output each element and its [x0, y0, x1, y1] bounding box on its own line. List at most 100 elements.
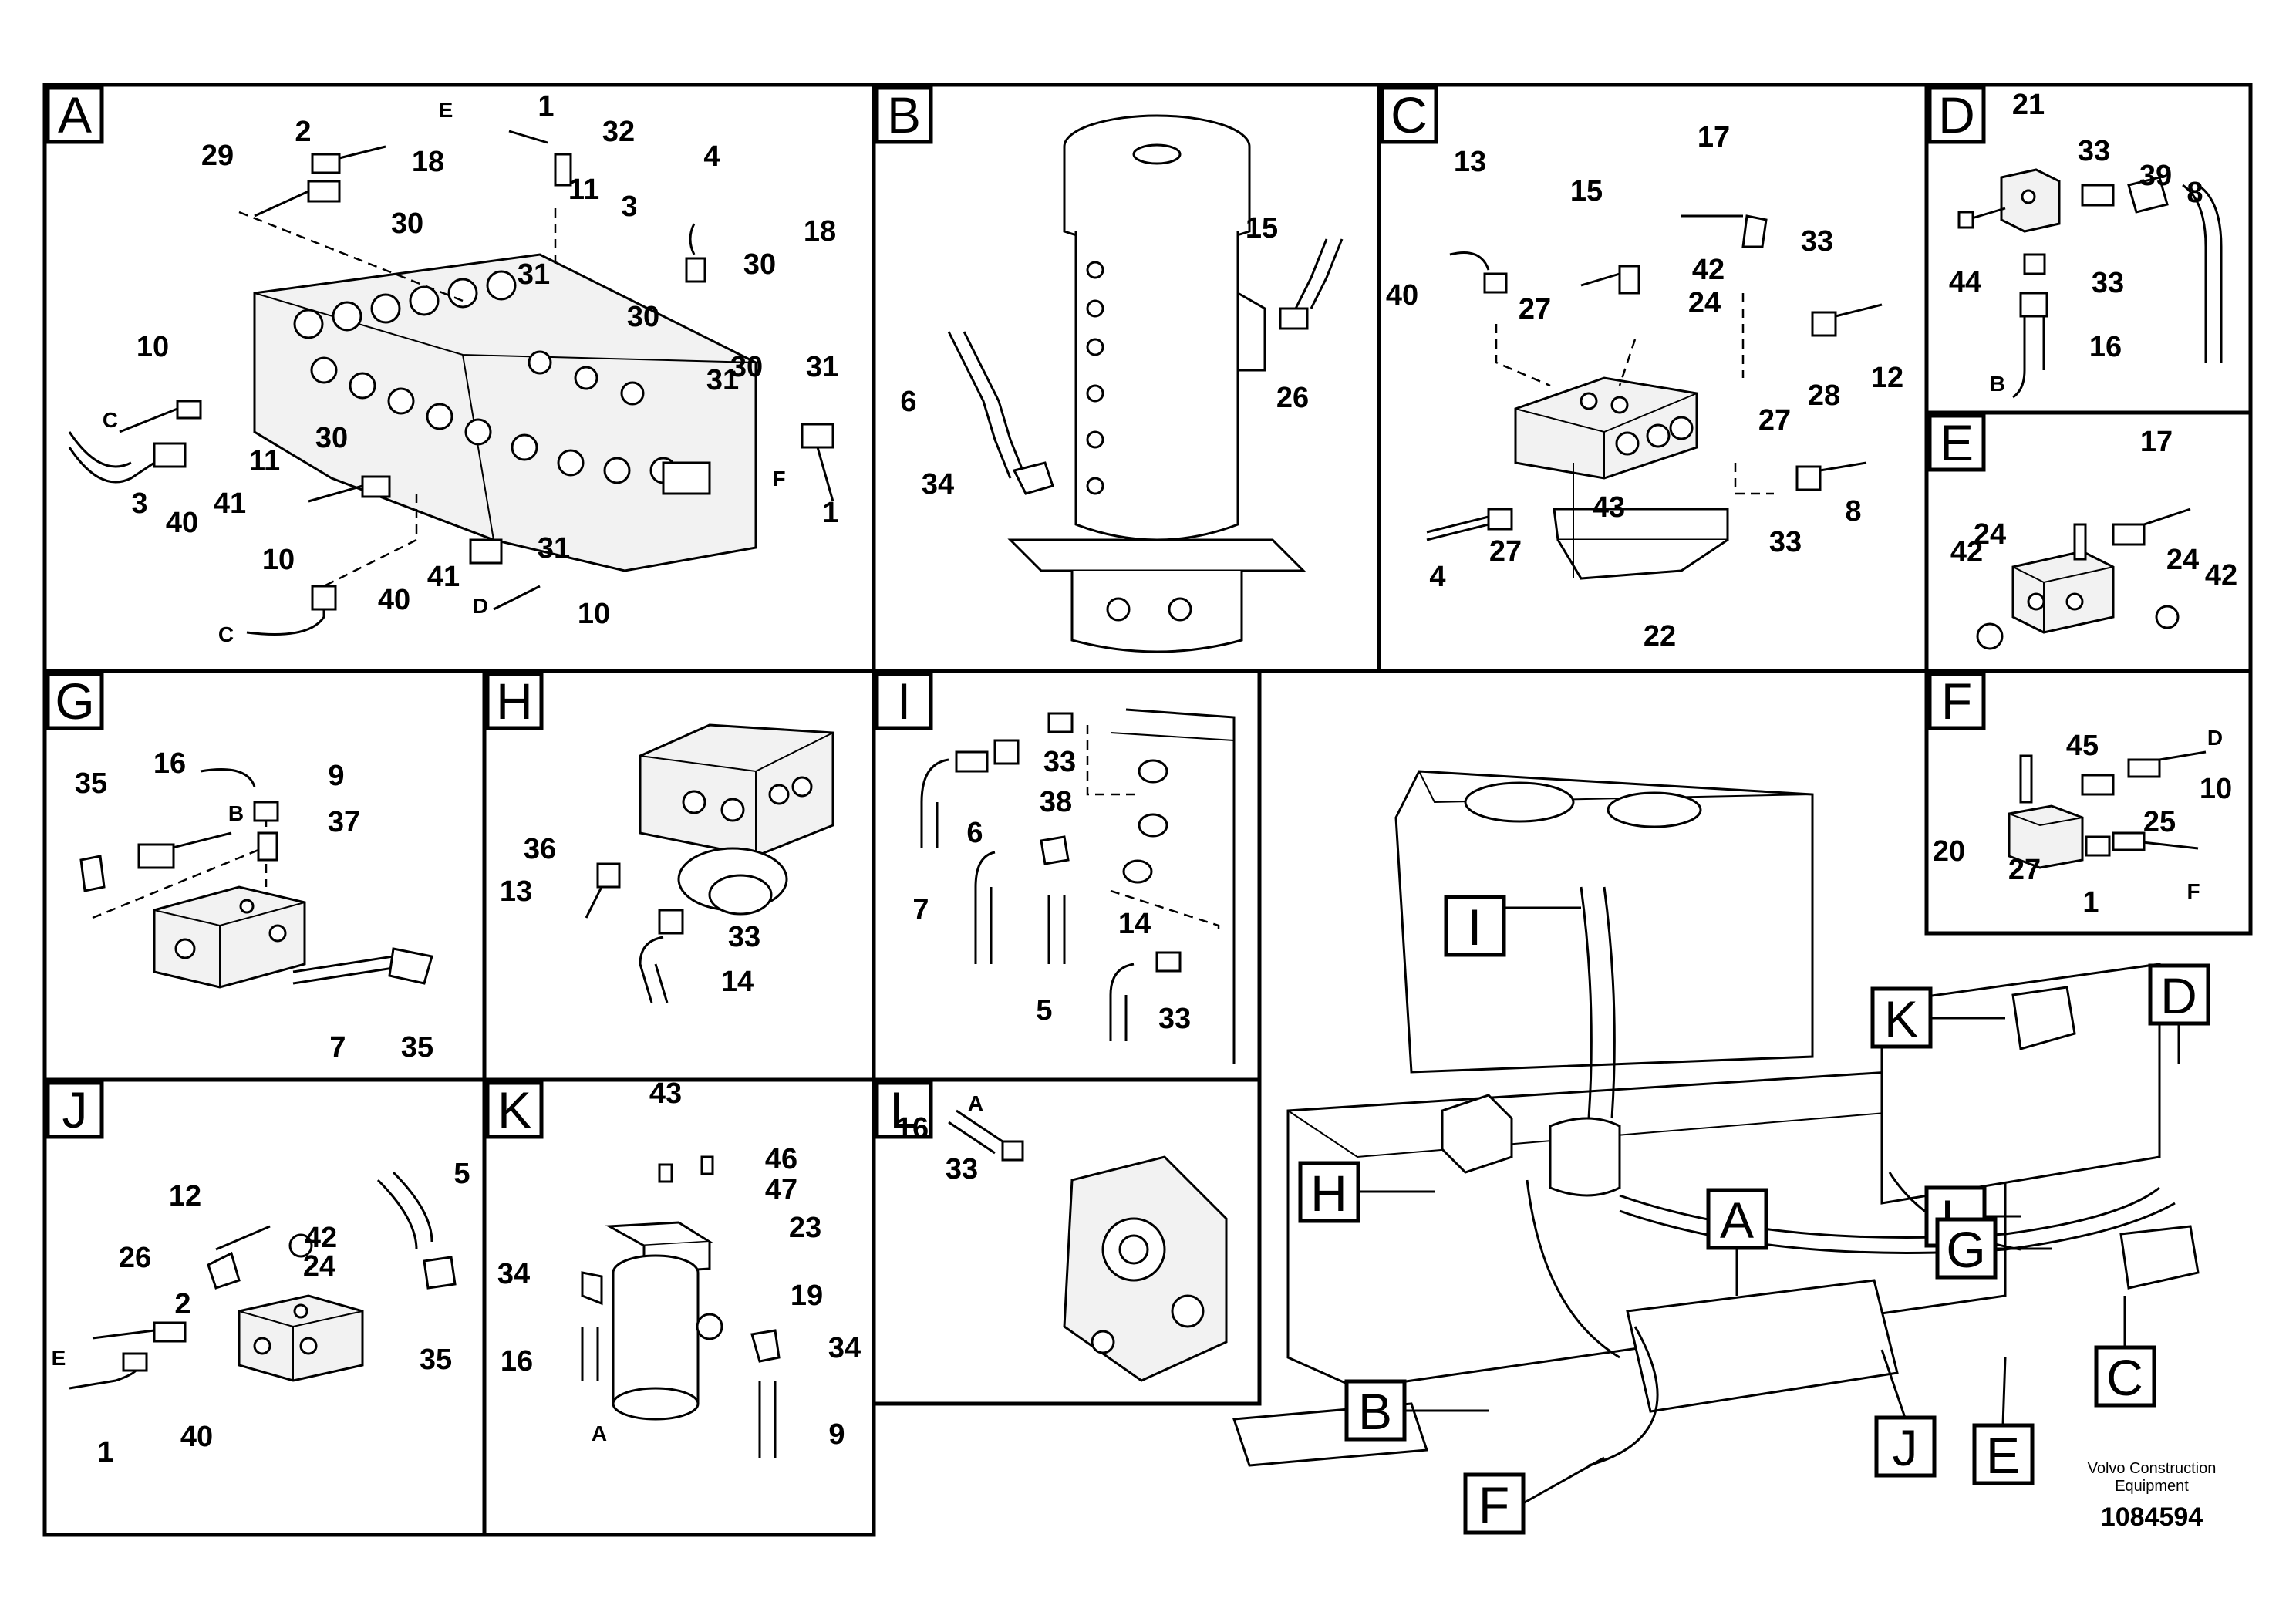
- overview-callout-a: A: [1706, 1188, 1768, 1296]
- part-number-label: 16: [2089, 331, 2122, 363]
- part-number-label: 18: [412, 146, 444, 178]
- part-number-label: 16: [153, 747, 186, 780]
- panel-l-illustration: [948, 1109, 1228, 1382]
- part-number-label: 1: [538, 90, 554, 123]
- panel-a-illustration: [68, 130, 834, 636]
- brand-line-1: Volvo Construction: [2088, 1460, 2217, 1477]
- panel-id-j: J: [46, 1081, 104, 1139]
- part-number-label: 24: [2166, 544, 2199, 576]
- connection-letter: C: [103, 408, 118, 432]
- part-number-label: 8: [1845, 495, 1861, 528]
- part-number-label: 15: [1570, 175, 1603, 207]
- part-number-label: 31: [518, 258, 550, 291]
- part-number-label: 17: [1698, 121, 1730, 153]
- overview-callouts: IKDHLGABFJEC: [1298, 895, 2210, 1535]
- part-number-label: 19: [791, 1280, 823, 1312]
- part-number-label: 35: [75, 767, 107, 800]
- part-number-label: 40: [166, 507, 198, 539]
- overview-callout-text: K: [1884, 990, 1918, 1047]
- part-number-label: 36: [524, 833, 556, 865]
- part-number-label: 38: [1040, 786, 1072, 818]
- overview-callout-f: F: [1463, 1456, 1605, 1535]
- overview-callout-text: C: [2106, 1349, 2143, 1406]
- panel-g-illustration: [79, 768, 433, 989]
- panel-c-illustration: [1426, 214, 1883, 580]
- part-number-label: 34: [922, 468, 954, 501]
- part-number-label: 13: [1454, 146, 1486, 178]
- overview-callout-text: D: [2160, 967, 2197, 1024]
- part-number-label: 33: [1769, 526, 1802, 558]
- part-number-label: 44: [1949, 266, 1981, 298]
- overview-callout-text: J: [1893, 1419, 1918, 1476]
- part-number-label: 47: [765, 1174, 797, 1206]
- part-number-label: 24: [1974, 518, 2006, 551]
- part-number-label: 14: [721, 966, 754, 998]
- part-number-label: 32: [602, 116, 635, 148]
- part-number-label: 17: [2140, 426, 2173, 458]
- part-number-label: 28: [1808, 379, 1840, 412]
- part-number-label: 30: [627, 301, 659, 333]
- part-number-label: 33: [728, 921, 760, 953]
- connection-letter: E: [52, 1346, 66, 1370]
- connection-letter: A: [968, 1091, 983, 1115]
- overview-callout-e: E: [1972, 1357, 2035, 1485]
- panel-b-illustration: [947, 114, 1344, 653]
- part-number-label: 25: [2143, 806, 2176, 838]
- overview-callout-b: B: [1344, 1379, 1489, 1442]
- part-number-label: 33: [1158, 1003, 1191, 1035]
- panel-frames: [42, 83, 2253, 1537]
- part-number-label: 18: [804, 215, 836, 248]
- part-number-label: 8: [2186, 177, 2203, 209]
- panel-id-text: G: [55, 673, 94, 730]
- part-number-label: 12: [169, 1180, 201, 1212]
- part-number-label: 42: [1950, 536, 1983, 568]
- part-number-label: 3: [621, 191, 637, 223]
- part-number-label: 26: [1276, 382, 1309, 414]
- part-number-label: 2: [295, 116, 311, 148]
- panel-d-illustration: [1957, 168, 2223, 399]
- overview-callout-k: K: [1870, 986, 2005, 1049]
- connection-letter: C: [218, 622, 234, 646]
- overview-callout-text: G: [1946, 1221, 1985, 1278]
- panel-id-text: L: [890, 1081, 919, 1138]
- part-number-label: 41: [427, 561, 460, 593]
- part-number-label: 30: [730, 351, 763, 383]
- part-number-label: 10: [2200, 773, 2232, 805]
- panel-id-text: E: [1940, 414, 1974, 471]
- part-number-label: 10: [137, 331, 169, 363]
- part-number-label: 14: [1118, 908, 1151, 940]
- part-number-label: 33: [2092, 267, 2124, 299]
- part-number-label: 33: [2078, 135, 2110, 167]
- part-number-label: 4: [1429, 561, 1445, 593]
- overview-callout-i: I: [1444, 895, 1581, 957]
- part-number-label: 29: [201, 140, 234, 172]
- part-number-label: 22: [1644, 620, 1676, 653]
- panel-h-illustration: [585, 723, 834, 1003]
- panel-id-text: I: [897, 673, 911, 730]
- overview-callout-text: H: [1310, 1165, 1347, 1222]
- connection-letter: B: [1990, 372, 2005, 396]
- part-number-label: 27: [1758, 404, 1791, 437]
- connection-letter: F: [772, 467, 785, 491]
- connection-letter: A: [592, 1421, 607, 1445]
- part-number-label: 7: [329, 1031, 346, 1064]
- panel-id-g: G: [46, 672, 104, 730]
- part-number-label: 45: [2066, 730, 2099, 762]
- panel-id-text: H: [496, 673, 533, 730]
- panel-f-illustration: [2008, 750, 2207, 869]
- part-number-label: 16: [501, 1345, 533, 1378]
- panel-id-text: B: [887, 86, 921, 143]
- part-number-label: 43: [649, 1077, 682, 1110]
- panel-id-l: L: [875, 1081, 933, 1139]
- part-number-label: 1: [97, 1436, 113, 1469]
- part-number-label: 11: [249, 445, 280, 477]
- part-number-label: 20: [1933, 835, 1965, 868]
- part-number-label: 26: [119, 1242, 151, 1274]
- part-number-label: 27: [1489, 535, 1522, 568]
- part-number-label: 2: [174, 1288, 190, 1320]
- part-number-label: 43: [1593, 491, 1625, 524]
- part-number-label: 9: [328, 760, 344, 792]
- part-number-label: 31: [806, 351, 838, 383]
